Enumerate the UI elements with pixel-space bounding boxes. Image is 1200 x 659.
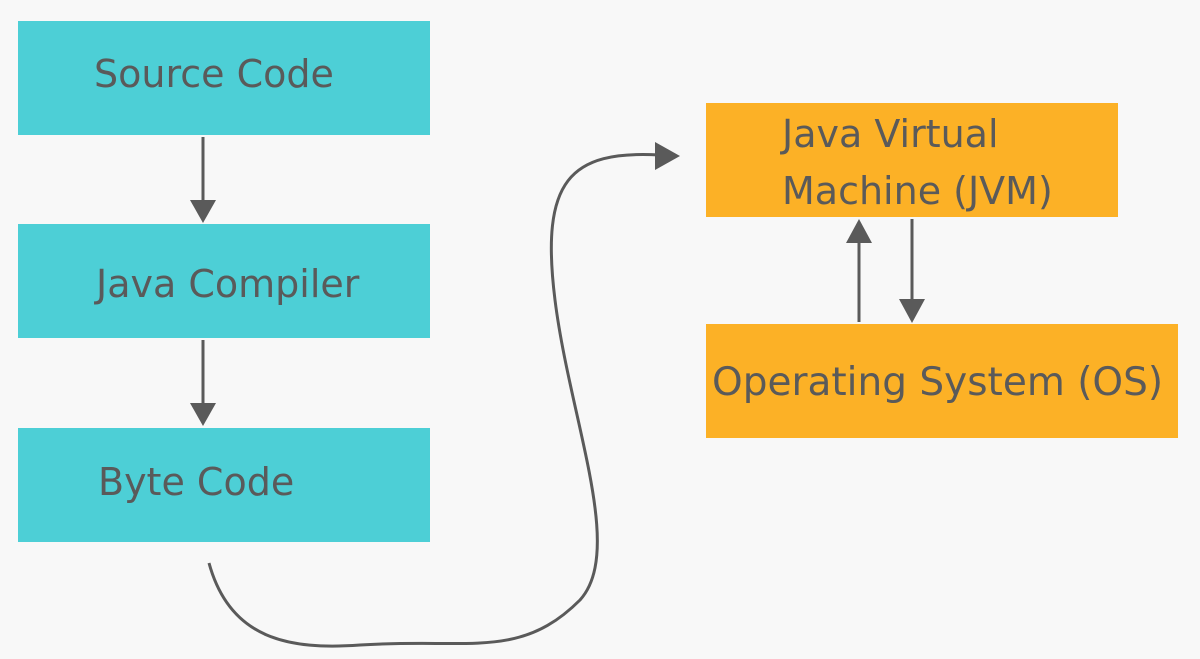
arrow-source-to-compiler (190, 137, 216, 223)
os-label: Operating System (OS) (712, 360, 1164, 405)
arrow-os-to-jvm (846, 219, 872, 322)
byte-code-box: Byte Code (18, 428, 430, 542)
jvm-label: Java Virtual Machine (JVM) (782, 112, 1053, 213)
jvm-box: Java Virtual Machine (JVM) (706, 103, 1118, 217)
source-code-label: Source Code (94, 52, 334, 96)
os-box: Operating System (OS) (706, 324, 1178, 438)
java-compiler-label: Java Compiler (96, 262, 360, 306)
byte-code-label: Byte Code (98, 460, 295, 504)
arrow-jvm-to-os (899, 219, 925, 323)
source-code-box: Source Code (18, 21, 430, 135)
java-compiler-box: Java Compiler (18, 224, 430, 338)
arrow-bytecode-to-jvm (207, 142, 680, 648)
arrow-compiler-to-bytecode (190, 340, 216, 426)
